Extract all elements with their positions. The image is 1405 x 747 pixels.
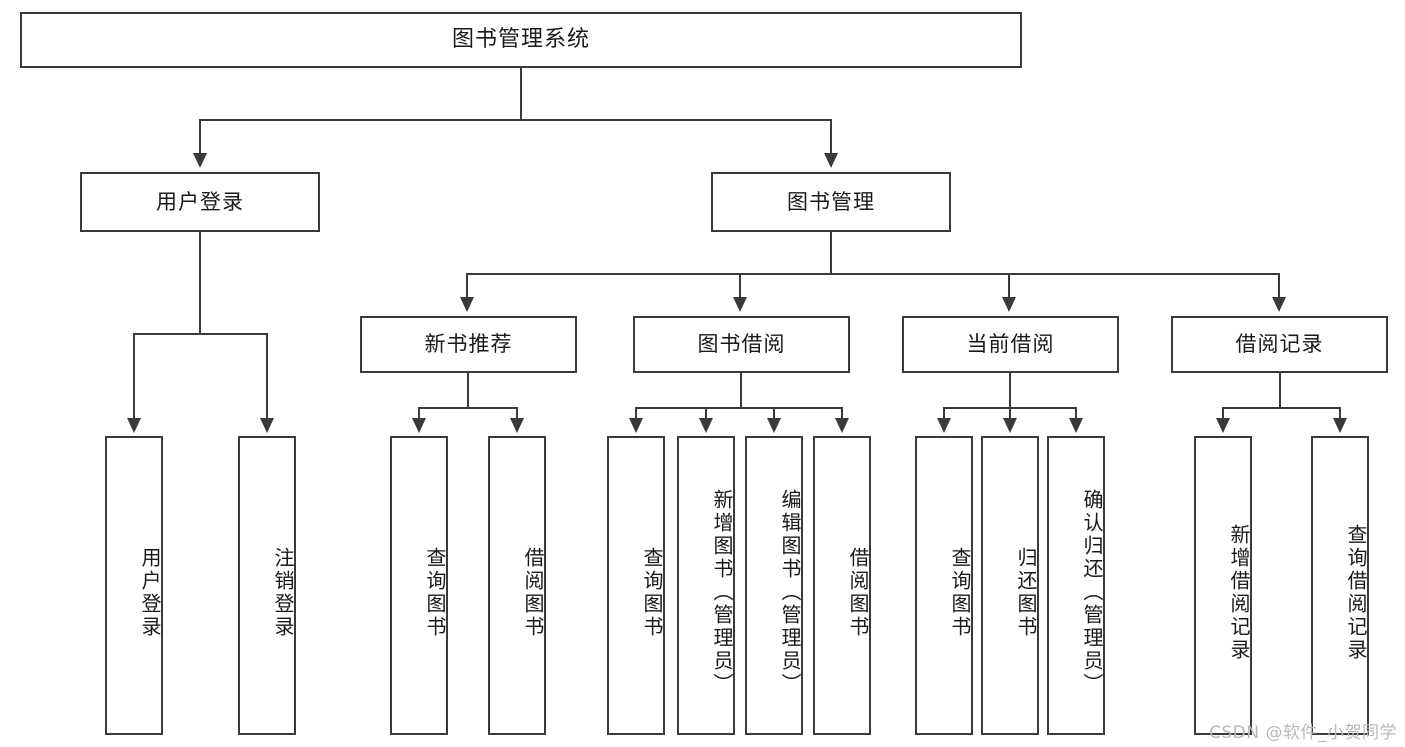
- node-book-borrow[interactable]: 图书借阅: [633, 316, 850, 373]
- leaf-add-book[interactable]: 新增图书（管理员）: [677, 436, 735, 735]
- leaf-borrow-book-1-label: 借阅图书: [521, 546, 545, 639]
- connector-to-leaf-return-book: [1009, 407, 1011, 419]
- connector-to-leaf-borrow-book-2: [841, 407, 843, 419]
- connector-to-new-book-recommend: [466, 273, 468, 298]
- connector-current-borrow-trunk: [1009, 373, 1011, 409]
- arrowhead-leaf-query-book-2: [629, 418, 643, 433]
- node-book-borrow-label: 图书借阅: [697, 332, 786, 357]
- arrowhead-leaf-query-book-3: [937, 418, 951, 433]
- node-new-book-recommend[interactable]: 新书推荐: [360, 316, 577, 373]
- connector-to-leaf-add-book: [705, 407, 707, 419]
- arrowhead-leaf-query-book-1: [412, 418, 426, 433]
- connector-borrow-record-trunk: [1279, 373, 1281, 409]
- leaf-confirm-return-label: 确认归还（管理员）: [1080, 489, 1104, 696]
- node-book-manage[interactable]: 图书管理: [711, 172, 951, 232]
- connector-level1-bar: [199, 119, 832, 121]
- leaf-confirm-return[interactable]: 确认归还（管理员）: [1047, 436, 1105, 735]
- leaf-logout[interactable]: 注销登录: [238, 436, 296, 735]
- arrowhead-leaf-return-book: [1003, 418, 1017, 433]
- arrowhead-user-login: [193, 153, 207, 168]
- node-borrow-record-label: 借阅记录: [1235, 332, 1324, 357]
- leaf-logout-label: 注销登录: [271, 546, 295, 639]
- arrowhead-leaf-add-book: [699, 418, 713, 433]
- arrowhead-leaf-confirm-return: [1069, 418, 1083, 433]
- arrowhead-new-book-recommend: [460, 297, 474, 312]
- leaf-add-book-label: 新增图书（管理员）: [710, 489, 734, 696]
- connector-to-leaf-query-record: [1339, 407, 1341, 419]
- node-book-manage-label: 图书管理: [787, 189, 875, 214]
- connector-new-book-recommend-bar: [418, 407, 518, 409]
- arrowhead-leaf-edit-book: [767, 418, 781, 433]
- connector-to-user-login: [199, 119, 201, 155]
- node-root[interactable]: 图书管理系统: [20, 12, 1022, 68]
- connector-to-borrow-record: [1278, 273, 1280, 298]
- connector-to-leaf-logout: [266, 333, 268, 419]
- arrowhead-leaf-logout: [260, 418, 274, 433]
- leaf-edit-book[interactable]: 编辑图书（管理员）: [745, 436, 803, 735]
- connector-user-login-trunk: [199, 232, 201, 334]
- node-borrow-record[interactable]: 借阅记录: [1171, 316, 1388, 373]
- arrowhead-leaf-add-record: [1216, 418, 1230, 433]
- leaf-user-login[interactable]: 用户登录: [105, 436, 163, 735]
- connector-root-trunk: [520, 68, 522, 120]
- arrowhead-book-borrow: [733, 297, 747, 312]
- node-user-login[interactable]: 用户登录: [80, 172, 320, 232]
- connector-to-book-manage: [830, 119, 832, 155]
- leaf-query-book-3[interactable]: 查询图书: [915, 436, 973, 735]
- leaf-query-book-1[interactable]: 查询图书: [390, 436, 448, 735]
- leaf-query-record[interactable]: 查询借阅记录: [1311, 436, 1369, 735]
- leaf-query-book-2-label: 查询图书: [640, 546, 664, 639]
- leaf-return-book[interactable]: 归还图书: [981, 436, 1039, 735]
- connector-book-borrow-bar: [635, 407, 842, 409]
- leaf-borrow-book-1[interactable]: 借阅图书: [488, 436, 546, 735]
- leaf-add-record-label: 新增借阅记录: [1227, 523, 1251, 662]
- leaf-query-record-label: 查询借阅记录: [1344, 523, 1368, 662]
- node-current-borrow[interactable]: 当前借阅: [902, 316, 1119, 373]
- connector-book-borrow-trunk: [740, 373, 742, 409]
- connector-user-login-bar: [133, 333, 267, 335]
- arrowhead-leaf-user-login: [127, 418, 141, 433]
- csdn-watermark: CSDN @软件_小贺同学: [1209, 723, 1397, 743]
- arrowhead-book-manage: [824, 153, 838, 168]
- arrowhead-borrow-record: [1272, 297, 1286, 312]
- connector-book-manage-trunk: [830, 232, 832, 274]
- leaf-query-book-2[interactable]: 查询图书: [607, 436, 665, 735]
- leaf-borrow-book-2[interactable]: 借阅图书: [813, 436, 871, 735]
- connector-to-leaf-query-book-3: [943, 407, 945, 419]
- leaf-edit-book-label: 编辑图书（管理员）: [778, 489, 802, 696]
- node-root-label: 图书管理系统: [451, 27, 590, 53]
- connector-to-leaf-add-record: [1222, 407, 1224, 419]
- connector-to-current-borrow: [1008, 273, 1010, 298]
- connector-to-leaf-edit-book: [773, 407, 775, 419]
- connector-to-leaf-query-book-1: [418, 407, 420, 419]
- connector-to-leaf-confirm-return: [1075, 407, 1077, 419]
- connector-level2-bar: [466, 273, 1280, 275]
- connector-to-leaf-query-book-2: [635, 407, 637, 419]
- leaf-return-book-label: 归还图书: [1014, 546, 1038, 639]
- connector-new-book-recommend-trunk: [467, 373, 469, 409]
- connector-borrow-record-bar: [1222, 407, 1340, 409]
- connector-to-leaf-user-login: [133, 333, 135, 419]
- arrowhead-current-borrow: [1002, 297, 1016, 312]
- arrowhead-leaf-borrow-book-1: [510, 418, 524, 433]
- connector-to-book-borrow: [739, 273, 741, 298]
- node-user-login-label: 用户登录: [156, 189, 244, 214]
- node-new-book-recommend-label: 新书推荐: [424, 332, 513, 357]
- arrowhead-leaf-borrow-book-2: [835, 418, 849, 433]
- connector-to-leaf-borrow-book-1: [516, 407, 518, 419]
- leaf-user-login-label: 用户登录: [138, 546, 162, 639]
- leaf-add-record[interactable]: 新增借阅记录: [1194, 436, 1252, 735]
- node-current-borrow-label: 当前借阅: [966, 332, 1055, 357]
- arrowhead-leaf-query-record: [1333, 418, 1347, 433]
- leaf-query-book-3-label: 查询图书: [948, 546, 972, 639]
- leaf-query-book-1-label: 查询图书: [423, 546, 447, 639]
- leaf-borrow-book-2-label: 借阅图书: [846, 546, 870, 639]
